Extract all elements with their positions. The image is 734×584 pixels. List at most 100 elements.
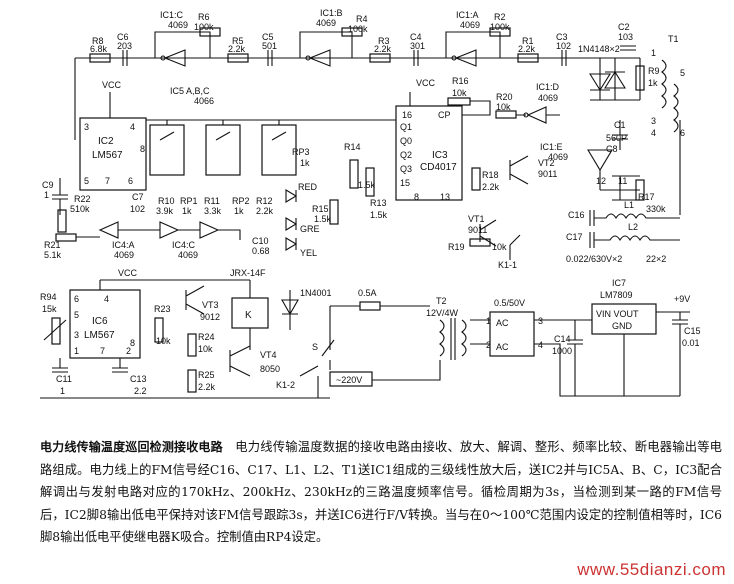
svg-text:Q2: Q2 (400, 150, 412, 160)
transformer-t2-secondary (461, 319, 467, 357)
value-r18: 2.2k (482, 182, 500, 192)
svg-text:3: 3 (84, 122, 89, 132)
label-r9: R9 (648, 66, 660, 76)
label-vt4: VT4 (260, 350, 277, 360)
svg-text:4: 4 (538, 340, 543, 350)
type-ic1e: 4069 (548, 152, 568, 162)
label-c3: C3 (556, 32, 568, 42)
value-r16: 10k (452, 88, 467, 98)
bridge-rectifier (489, 311, 535, 357)
label-r23: R23 (154, 304, 171, 314)
label-r14: R14 (344, 142, 361, 152)
led-group: GRE YEL (285, 189, 320, 258)
svg-text:6: 6 (128, 176, 133, 186)
label-c13: C13 (130, 374, 147, 384)
value-r4: 100k (348, 24, 368, 34)
value-r2: 100k (490, 22, 510, 32)
capacitor-c17 (589, 232, 595, 248)
label-gnd: GND (612, 321, 633, 331)
label-vt2: VT2 (538, 158, 555, 168)
pin-t1-5: 5 (680, 68, 685, 78)
label-cp: CP (438, 110, 451, 120)
value-r13: 1.5k (370, 210, 388, 220)
led-yellow (285, 237, 298, 251)
capacitor-c1 (612, 120, 628, 150)
label-rp1: RP1 (180, 196, 198, 206)
label-l1: L1 (624, 200, 634, 210)
label-c10: C10 (252, 236, 269, 246)
chip-ic3 (395, 105, 463, 201)
label-c11: C11 (56, 374, 72, 384)
caption-paragraph: 电力线传输温度巡回检测接收电路 电力线传输温度数据的接收电路由接收、放大、解调、… (40, 436, 722, 549)
label-c9: C9 (42, 180, 54, 190)
transformer-t1-secondary (673, 83, 679, 133)
inverter-ic1c (163, 49, 186, 67)
value-rp2: 1k (234, 206, 244, 216)
value-c13: 2.2 (134, 386, 147, 396)
pin-t1-4: 4 (651, 128, 656, 138)
label-vt1: VT1 (468, 214, 485, 224)
value-c16-c17: 0.022/630V×2 (566, 254, 622, 264)
svg-text:3: 3 (538, 316, 543, 326)
resistor-r20 (495, 110, 517, 119)
label-r18: R18 (482, 170, 499, 180)
capacitor-c5 (267, 50, 273, 66)
label-plus9v: +9V (674, 294, 690, 304)
resistor-r2 (489, 27, 511, 37)
svg-text:6: 6 (74, 294, 79, 304)
type-vt4: 8050 (260, 364, 280, 374)
type-ic6: LM567 (84, 330, 115, 341)
switch-ic5b (205, 124, 241, 176)
value-c6: 203 (117, 41, 132, 51)
svg-text:5: 5 (74, 310, 79, 320)
switch-ic5a (149, 124, 185, 176)
pin-t1-1: 1 (651, 48, 656, 58)
svg-text:4: 4 (104, 294, 109, 304)
pin-t1-3: 3 (651, 116, 656, 126)
transistor-vt2 (509, 155, 529, 185)
type-ic2: LM567 (92, 150, 123, 161)
led-red (285, 189, 298, 203)
label-r10: R10 (158, 196, 175, 206)
label-r20: R20 (496, 92, 513, 102)
value-r9: 1k (648, 78, 658, 88)
resistor-r4 (341, 27, 363, 37)
inverter-ic4a (98, 221, 119, 239)
line-coupling: C16 L1 C17 L2 22×2 0.022/630V×2 (566, 200, 680, 264)
relay-driver: R23 10k VT3 9012 R24 10k R25 2.2k JRX-14… (154, 268, 332, 398)
resistor-r5 (227, 53, 249, 63)
svg-text:2: 2 (486, 340, 491, 350)
value-c10: 0.68 (252, 246, 270, 256)
label-r21: R21 (44, 240, 61, 250)
value-r23: 10k (156, 336, 171, 346)
label-ic1a: IC1:A (456, 10, 479, 20)
label-r19: R19 (448, 242, 465, 252)
value-c9: 1 (44, 190, 49, 200)
svg-text:8: 8 (130, 338, 135, 348)
capacitor-c4 (413, 50, 419, 66)
transistor-vt4 (229, 345, 251, 377)
label-vin-vout: VIN VOUT (596, 309, 639, 319)
resistor-r1 (517, 53, 539, 63)
value-r94: 15k (42, 304, 57, 314)
label-vcc-1: VCC (102, 80, 122, 90)
value-r25: 2.2k (198, 382, 216, 392)
label-ic5: IC5 A,B,C (170, 86, 210, 96)
watermark: www.55dianzi.com (577, 560, 726, 579)
led-green (285, 217, 298, 231)
type-ic1c: 4069 (168, 20, 188, 30)
value-c1: 560P (606, 133, 627, 143)
resistor-r6 (199, 27, 221, 37)
label-ic1c: IC1:C (160, 10, 184, 20)
value-rp3: 1k (300, 158, 310, 168)
value-r5: 2.2k (228, 44, 246, 54)
type-ic3: CD4017 (420, 162, 457, 173)
label-c5: C5 (262, 32, 274, 42)
svg-text:Q1: Q1 (400, 122, 412, 132)
svg-text:12: 12 (596, 176, 606, 186)
label-red-led: RED (298, 182, 318, 192)
svg-text:Q3: Q3 (400, 164, 412, 174)
label-t2: T2 (436, 296, 447, 306)
label-bridge: 0.5/50V (494, 298, 525, 308)
